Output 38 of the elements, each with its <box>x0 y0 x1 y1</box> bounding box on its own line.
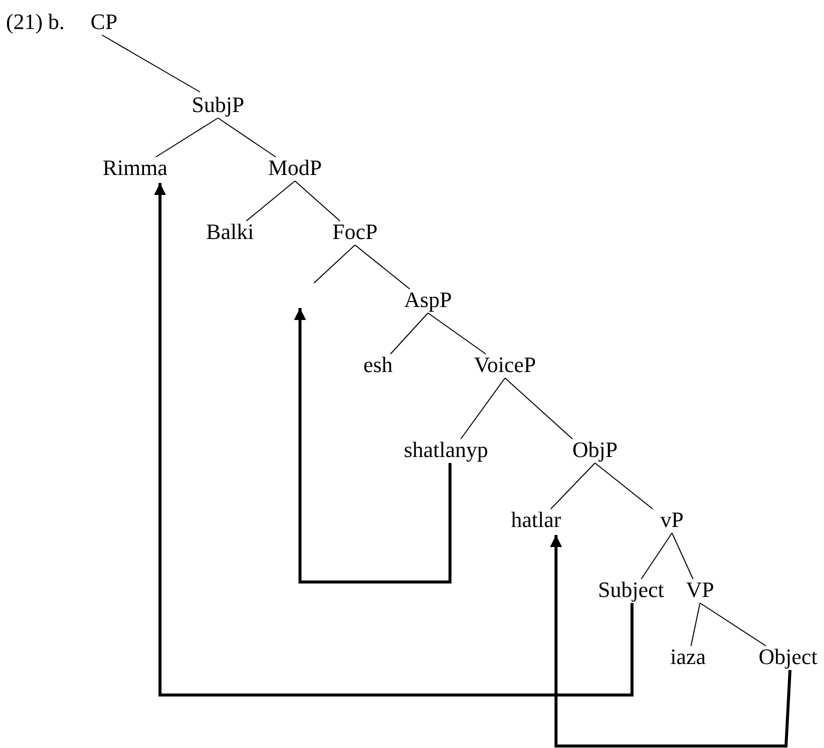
tree-branch <box>246 180 296 222</box>
tree-node-label: shatlanyp <box>404 438 488 462</box>
tree-branch <box>155 118 218 158</box>
tree-node-label: iaza <box>670 645 706 669</box>
example-number: (21) b. <box>6 10 65 34</box>
tree-branch <box>504 378 573 440</box>
tree-node-label: VoiceP <box>474 353 536 377</box>
tree-node-label: Rimma <box>102 156 168 180</box>
tree-node-label: AspP <box>404 288 452 312</box>
tree-branch <box>550 462 596 510</box>
tree-node-label: SubjP <box>192 93 244 117</box>
tree-branch <box>460 378 506 440</box>
tree-node-label: vP <box>660 508 684 532</box>
tree-branch <box>428 312 486 354</box>
movement-arrow <box>550 535 792 748</box>
tree-node-label: hatlar <box>510 508 562 532</box>
tree-node-label: Object <box>758 645 818 669</box>
tree-branch <box>390 312 428 354</box>
tree-branch <box>294 180 340 222</box>
tree-node-label: esh <box>363 353 393 377</box>
tree-branch <box>102 34 200 92</box>
tree-node-label: Balki <box>206 220 254 244</box>
tree-node-label: Subject <box>598 578 664 602</box>
tree-branch <box>700 602 766 646</box>
tree-node-label: CP <box>90 10 118 34</box>
movement-arrow <box>154 183 634 696</box>
tree-branch <box>218 118 276 158</box>
tree-branch <box>594 462 654 510</box>
tree-branch <box>354 244 410 290</box>
tree-node-label: ModP <box>268 156 322 180</box>
tree-branch <box>314 244 356 284</box>
tree-node-label: VP <box>686 578 714 602</box>
tree-branch <box>672 532 694 580</box>
tree-node-label: FocP <box>332 220 378 244</box>
tree-branch <box>690 602 700 646</box>
tree-branch <box>640 532 672 580</box>
tree-node-label: ObjP <box>572 438 618 462</box>
movement-arrow <box>294 308 452 584</box>
